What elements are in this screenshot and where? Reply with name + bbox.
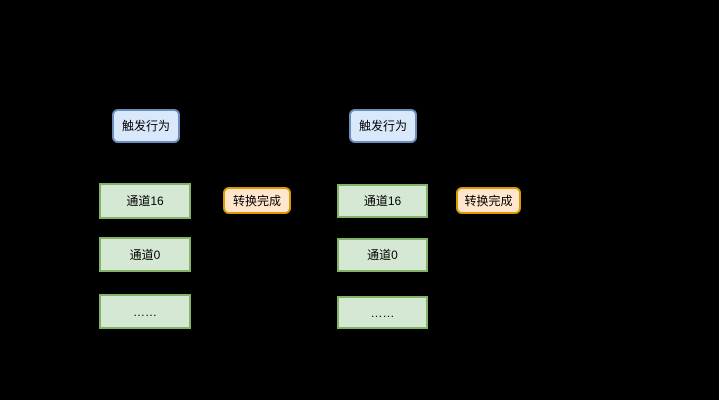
channel-0-box: 通道0 [337, 238, 428, 272]
ellipsis-box: …… [99, 294, 191, 329]
channel-16-box: 通道16 [337, 184, 428, 218]
conversion-done-box: 转换完成 [456, 187, 521, 214]
ellipsis-box: …… [337, 296, 428, 329]
channel-16-box: 通道16 [99, 183, 191, 219]
channel-0-box: 通道0 [99, 237, 191, 272]
trigger-behavior-box: 触发行为 [349, 109, 417, 143]
trigger-behavior-box: 触发行为 [112, 109, 180, 143]
conversion-done-box: 转换完成 [223, 187, 291, 214]
